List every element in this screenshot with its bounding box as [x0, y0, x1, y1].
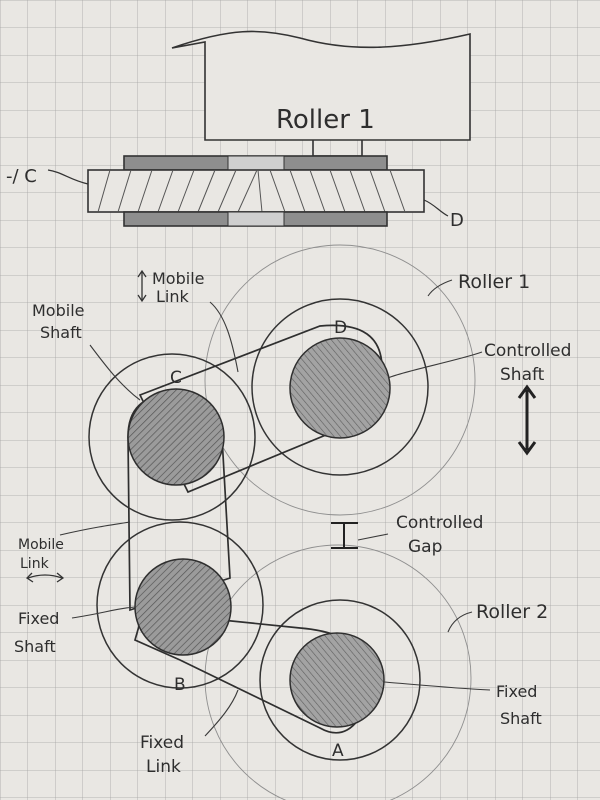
fixed-shaft-right-label-2: Shaft	[500, 709, 542, 728]
leader-fixed-shaft-left	[71, 606, 136, 619]
mobile-link-left-arrow	[25, 572, 65, 583]
controlled-gap-label-1: Controlled	[396, 513, 483, 533]
leader-controlled-gap	[357, 533, 389, 541]
circle-a	[259, 599, 421, 761]
shaft-label-b: B	[174, 675, 186, 695]
roller2-label: Roller 2	[476, 601, 548, 623]
d-leader	[423, 199, 449, 217]
leader-controlled-shaft	[387, 351, 483, 379]
top-view	[47, 30, 471, 227]
shaft-b	[134, 558, 232, 656]
leader-fixed-shaft-right	[383, 681, 491, 691]
shaft-label-d: D	[334, 318, 347, 338]
controlled-gap-symbol	[331, 522, 358, 549]
fixed-shaft-right-label-1: Fixed	[496, 682, 537, 701]
mobile-link-top-label-1: Mobile	[152, 269, 204, 288]
roller1-circle	[204, 244, 476, 516]
leader-mobile-shaft	[89, 344, 141, 401]
shaft-a	[289, 632, 385, 728]
rollers	[204, 244, 476, 800]
mobile-link-top-arrow	[137, 269, 147, 303]
leader-mobile-link-top	[209, 301, 239, 373]
circle-b	[96, 521, 264, 689]
shafts	[127, 337, 391, 728]
top-c-mark: -/ C	[6, 166, 37, 187]
circle-c	[88, 353, 256, 521]
side-labels: Mobile Link Mobile Shaft Roller 1 Contro…	[14, 269, 571, 777]
shaft-hatching	[97, 169, 406, 213]
mobile-shaft-label-2: Shaft	[40, 323, 82, 342]
fixed-shaft-left-label-2: Shaft	[14, 637, 56, 656]
leader-roller1	[427, 279, 453, 297]
roller1-title: Roller 1	[276, 105, 375, 135]
mobile-link-left-label-2: Link	[20, 556, 50, 572]
leader-fixed-link	[204, 689, 239, 737]
mobile-shaft-label-1: Mobile	[32, 301, 84, 320]
shaft-c	[127, 388, 225, 486]
link-circles	[88, 298, 429, 761]
leader-mobile-link-left	[59, 521, 131, 536]
fixed-link-label-1: Fixed	[140, 733, 184, 753]
roller1-label: Roller 1	[458, 271, 530, 293]
controlled-shaft-arrow	[517, 384, 537, 456]
top-d-mark: D	[450, 210, 464, 231]
fixed-shaft-left-label-1: Fixed	[18, 609, 59, 628]
controlled-gap-label-2: Gap	[408, 537, 442, 557]
controlled-shaft-label-2: Shaft	[500, 365, 545, 385]
upper-bearing-gap	[227, 155, 285, 171]
leader-roller2	[447, 611, 473, 633]
mobile-link-top-label-2: Link	[156, 287, 190, 306]
circle-d	[251, 298, 429, 476]
shaft-label-a: A	[332, 741, 344, 761]
controlled-shaft-label-1: Controlled	[484, 341, 571, 361]
shaft-d	[289, 337, 391, 439]
shaft-label-c: C	[170, 368, 182, 388]
roller1-body	[171, 30, 471, 141]
roller2-circle	[204, 544, 472, 800]
shaft-cross-section	[87, 169, 425, 213]
c-leader	[47, 169, 89, 185]
lower-bearing-gap	[227, 211, 285, 227]
fixed-link-label-2: Link	[146, 757, 181, 777]
leaders	[59, 279, 491, 737]
mobile-link-left-label-1: Mobile	[18, 537, 64, 553]
